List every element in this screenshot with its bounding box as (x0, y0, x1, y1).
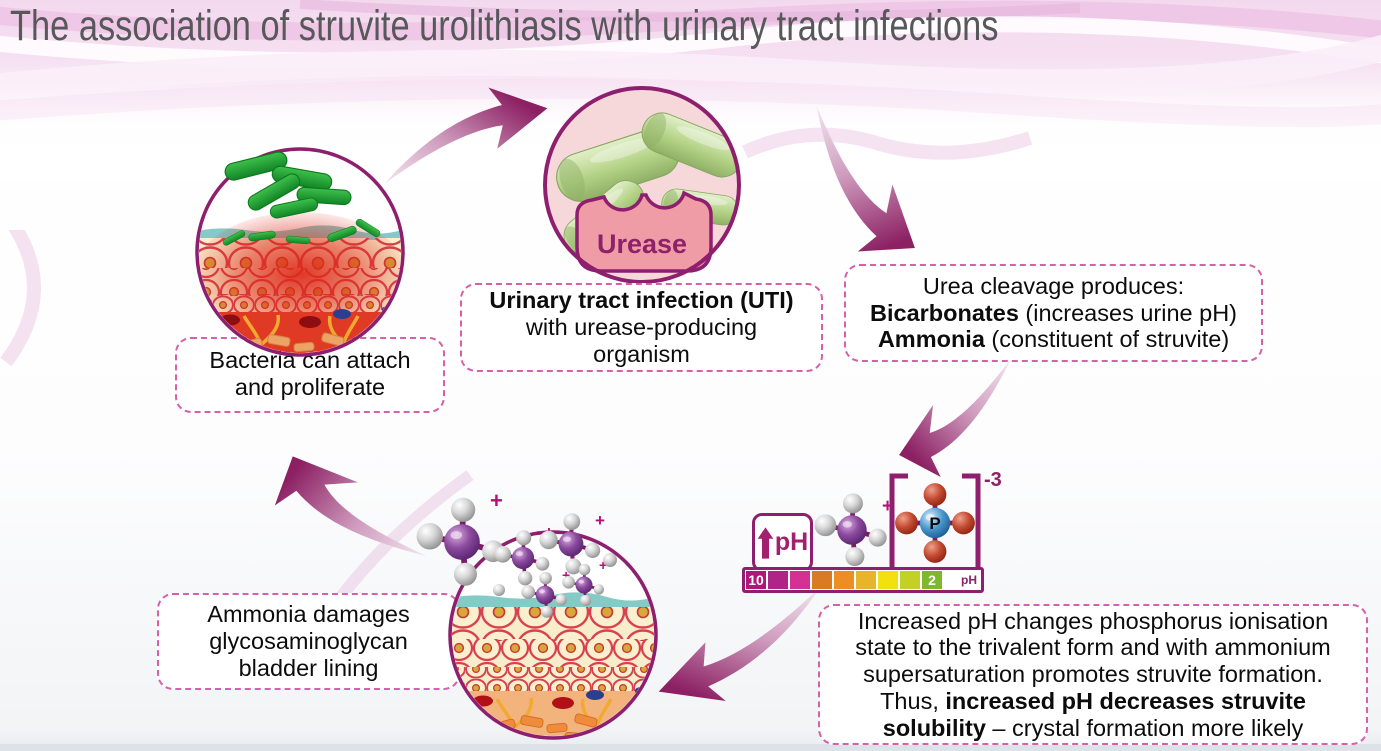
ammonium-molecule-icon: + (812, 486, 893, 568)
svg-text:+: + (595, 511, 605, 530)
ammonium-molecule-icon: + (519, 567, 570, 620)
urease-badge: Urease (575, 190, 713, 273)
svg-text:+: + (562, 567, 570, 583)
ph-scale-segment: 10 (746, 571, 766, 589)
ammonium-molecule-icon: + (560, 557, 607, 608)
ph-scale-segment (856, 571, 876, 589)
uti-box: Urinary tract infection (UTI) with ureas… (460, 283, 823, 372)
bladder-wall-inflamed-icon (195, 147, 405, 357)
phosphate-molecule-icon: -3 P (889, 469, 1002, 573)
ph-scale-segment (790, 571, 810, 589)
background-streak-left (0, 230, 41, 367)
ph-scale-unit: pH (961, 573, 977, 587)
uti-box-title: Urinary tract infection (UTI) (489, 287, 794, 314)
ammonium-molecule-icon: + (417, 488, 504, 586)
background-swirl-decoration (0, 0, 1381, 180)
ammonium-molecule-icon: + (539, 511, 605, 574)
svg-text:+: + (882, 496, 893, 517)
ph-scale-segments: 10 2 (746, 571, 942, 589)
ph-up-arrow-icon (757, 526, 774, 559)
urea-cleavage-box: Urea cleavage produces: Bicarbonates (in… (844, 264, 1263, 362)
struvite-conclusion-box: Increased pH changes phosphorus ionisati… (818, 604, 1368, 745)
phosphate-charge-label: -3 (984, 469, 1002, 491)
urease-label: Urease (597, 229, 687, 259)
bladder-wall-healthy-icon (448, 530, 658, 740)
ph-increase-indicator: pH (752, 513, 813, 572)
ammonium-molecules-cluster: + + + + + (398, 488, 617, 620)
cycle-arrow-5 (266, 432, 427, 587)
uti-bacteria-circle-icon: Urease (543, 86, 741, 284)
cycle-arrow-4 (647, 586, 835, 711)
svg-text:+: + (599, 557, 607, 573)
ph-scale-segment (834, 571, 854, 589)
ph-scale-segment (768, 571, 788, 589)
cycle-arrow-2 (774, 106, 949, 270)
ph-scale-segment (812, 571, 832, 589)
ph-scale-segment (878, 571, 898, 589)
ph-up-label: pH (774, 528, 809, 556)
page-title: The association of struvite urolithiasis… (10, 2, 999, 50)
ph-scale-segment (900, 571, 920, 589)
phosphorus-symbol: P (929, 514, 940, 533)
bottom-edge-strip (0, 744, 1381, 751)
ph-scale-bar: 10 2 pH (742, 567, 984, 593)
ammonia-damage-box: Ammonia damages glycosaminoglycan bladde… (157, 593, 460, 690)
ph-scale-segment: 2 (922, 571, 942, 589)
svg-text:+: + (490, 488, 503, 513)
